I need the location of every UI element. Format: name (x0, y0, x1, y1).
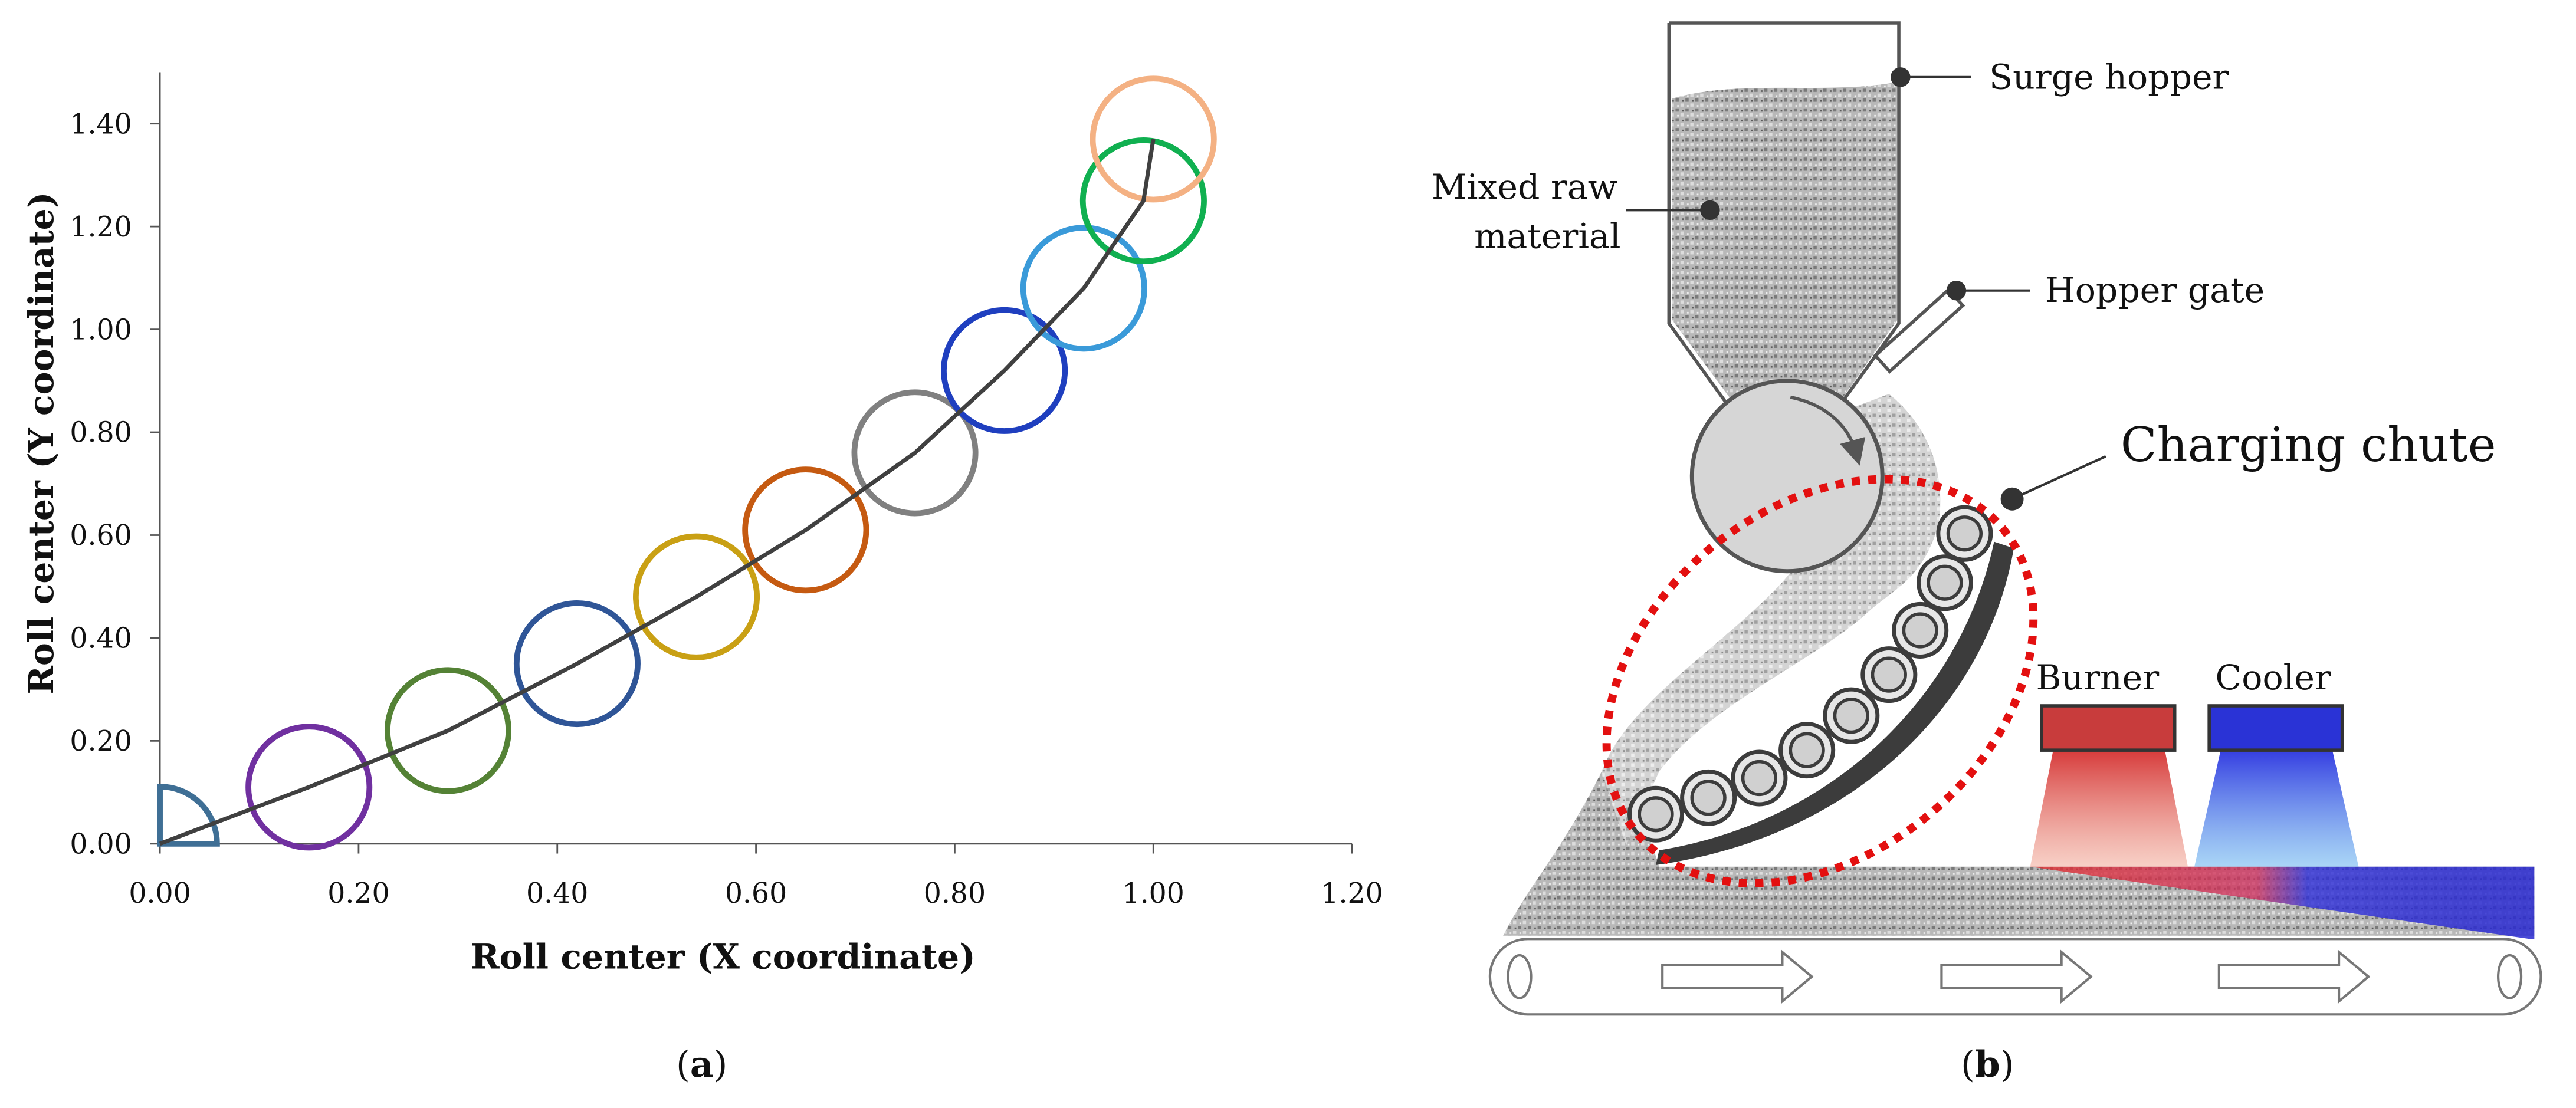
chute-roller-core-2 (1741, 760, 1778, 797)
x-tick-label: 0.20 (327, 877, 389, 910)
surge-hopper (1667, 21, 1901, 407)
chute-roller-core-3 (1789, 732, 1825, 768)
roll-position-8 (1020, 225, 1147, 352)
burner-label: Burner (2036, 657, 2160, 698)
y-axis-label: Roll center (Y coordinate) (21, 192, 61, 695)
charging-diagram: Surge hopper Mixed raw material Hopper g… (1432, 21, 2542, 1016)
conveyor-left-pulley (1507, 954, 1533, 999)
caption-b: (b) (1961, 1043, 2014, 1086)
x-ticks: 0.00 0.20 0.40 0.60 0.80 1.00 1.20 (129, 843, 1383, 910)
conveyor-arrow-1 (1661, 949, 1814, 1004)
x-tick-label: 1.00 (1123, 877, 1184, 910)
x-tick-label: 0.00 (129, 877, 191, 910)
conveyor-right-pulley (2497, 954, 2523, 999)
caption-a: (a) (676, 1043, 727, 1086)
roll-position-2 (384, 667, 512, 794)
caption-b-letter: b (1975, 1043, 2000, 1086)
trajectory-line (159, 139, 1156, 846)
burner (2040, 704, 2177, 752)
caption-a-letter: a (690, 1043, 714, 1086)
roll-position-3 (513, 600, 641, 728)
chute-plate (1656, 541, 2014, 866)
roll-position-10 (1090, 75, 1217, 203)
cooler (2207, 704, 2344, 752)
charging-chute-dot (2000, 487, 2024, 511)
roll-position-4 (633, 533, 760, 660)
y-tick-label: 1.20 (70, 211, 132, 244)
roll-circles (157, 75, 1217, 851)
y-axis: 0.00 0.20 0.40 0.60 0.80 1.00 1.20 1.40 (70, 72, 161, 861)
y-ticks: 0.00 0.20 0.40 0.60 0.80 1.00 1.20 1.40 (70, 108, 160, 861)
y-tick-label: 0.80 (70, 417, 132, 449)
mixed-raw-label-line1: Mixed raw (1432, 167, 1617, 207)
surge-hopper-label: Surge hopper (1989, 57, 2229, 97)
chute-roller-core-8 (1946, 515, 1983, 552)
heated-layer (2030, 866, 2535, 939)
charging-chute-leader (2011, 455, 2106, 501)
chute-roller-core-5 (1871, 656, 1907, 693)
rotation-arrow (1790, 395, 1866, 466)
chute-roller-core-6 (1902, 612, 1938, 649)
x-axis: 0.00 0.20 0.40 0.60 0.80 1.00 1.20 (129, 843, 1383, 910)
conveyor-arrow-2 (1940, 949, 2093, 1004)
roll-position-7 (941, 307, 1068, 434)
burner-flame (2030, 750, 2188, 867)
y-tick-label: 1.00 (70, 314, 132, 346)
cooler-label: Cooler (2216, 657, 2331, 698)
x-axis-label: Roll center (X coordinate) (471, 936, 976, 977)
conveyor-arrow-3 (2217, 949, 2371, 1004)
x-tick-label: 0.80 (924, 877, 986, 910)
charging-chute-label: Charging chute (2121, 417, 2496, 473)
chute-roller-core-4 (1833, 698, 1869, 734)
roll-position-0 (157, 784, 220, 847)
y-tick-label: 0.40 (70, 623, 132, 655)
chute-roller-core-7 (1927, 564, 1963, 601)
y-tick-label: 1.40 (70, 108, 132, 140)
hopper-material (1672, 82, 1898, 403)
hopper-gate-label: Hopper gate (2045, 270, 2265, 310)
mixed-raw-dot (1700, 200, 1720, 221)
roll-trajectory-chart: 0.00 0.20 0.40 0.60 0.80 1.00 1.20 1.40 0.00 0.2… (21, 72, 1383, 977)
chute-rollers (1627, 505, 1993, 843)
surge-hopper-dot (1891, 67, 1911, 87)
x-tick-label: 0.60 (725, 877, 787, 910)
roll-position-1 (245, 724, 373, 851)
chute-highlight-ellipse (1602, 475, 2038, 887)
y-tick-label: 0.20 (70, 725, 132, 758)
chute-roller-core-1 (1690, 780, 1727, 816)
roll-position-5 (742, 466, 869, 594)
drum-feeder (1689, 379, 1885, 574)
x-tick-label: 0.40 (526, 877, 588, 910)
roll-position-6 (851, 389, 979, 517)
cooler-flow (2194, 750, 2359, 867)
hopper-gate-dot (1946, 281, 1967, 301)
roll-position-9 (1079, 137, 1207, 265)
mixed-raw-label-line2: material (1474, 216, 1620, 256)
y-tick-label: 0.60 (70, 520, 132, 552)
y-tick-label: 0.00 (70, 828, 132, 861)
x-tick-label: 1.20 (1321, 877, 1383, 910)
chute-roller-core-0 (1638, 796, 1674, 833)
